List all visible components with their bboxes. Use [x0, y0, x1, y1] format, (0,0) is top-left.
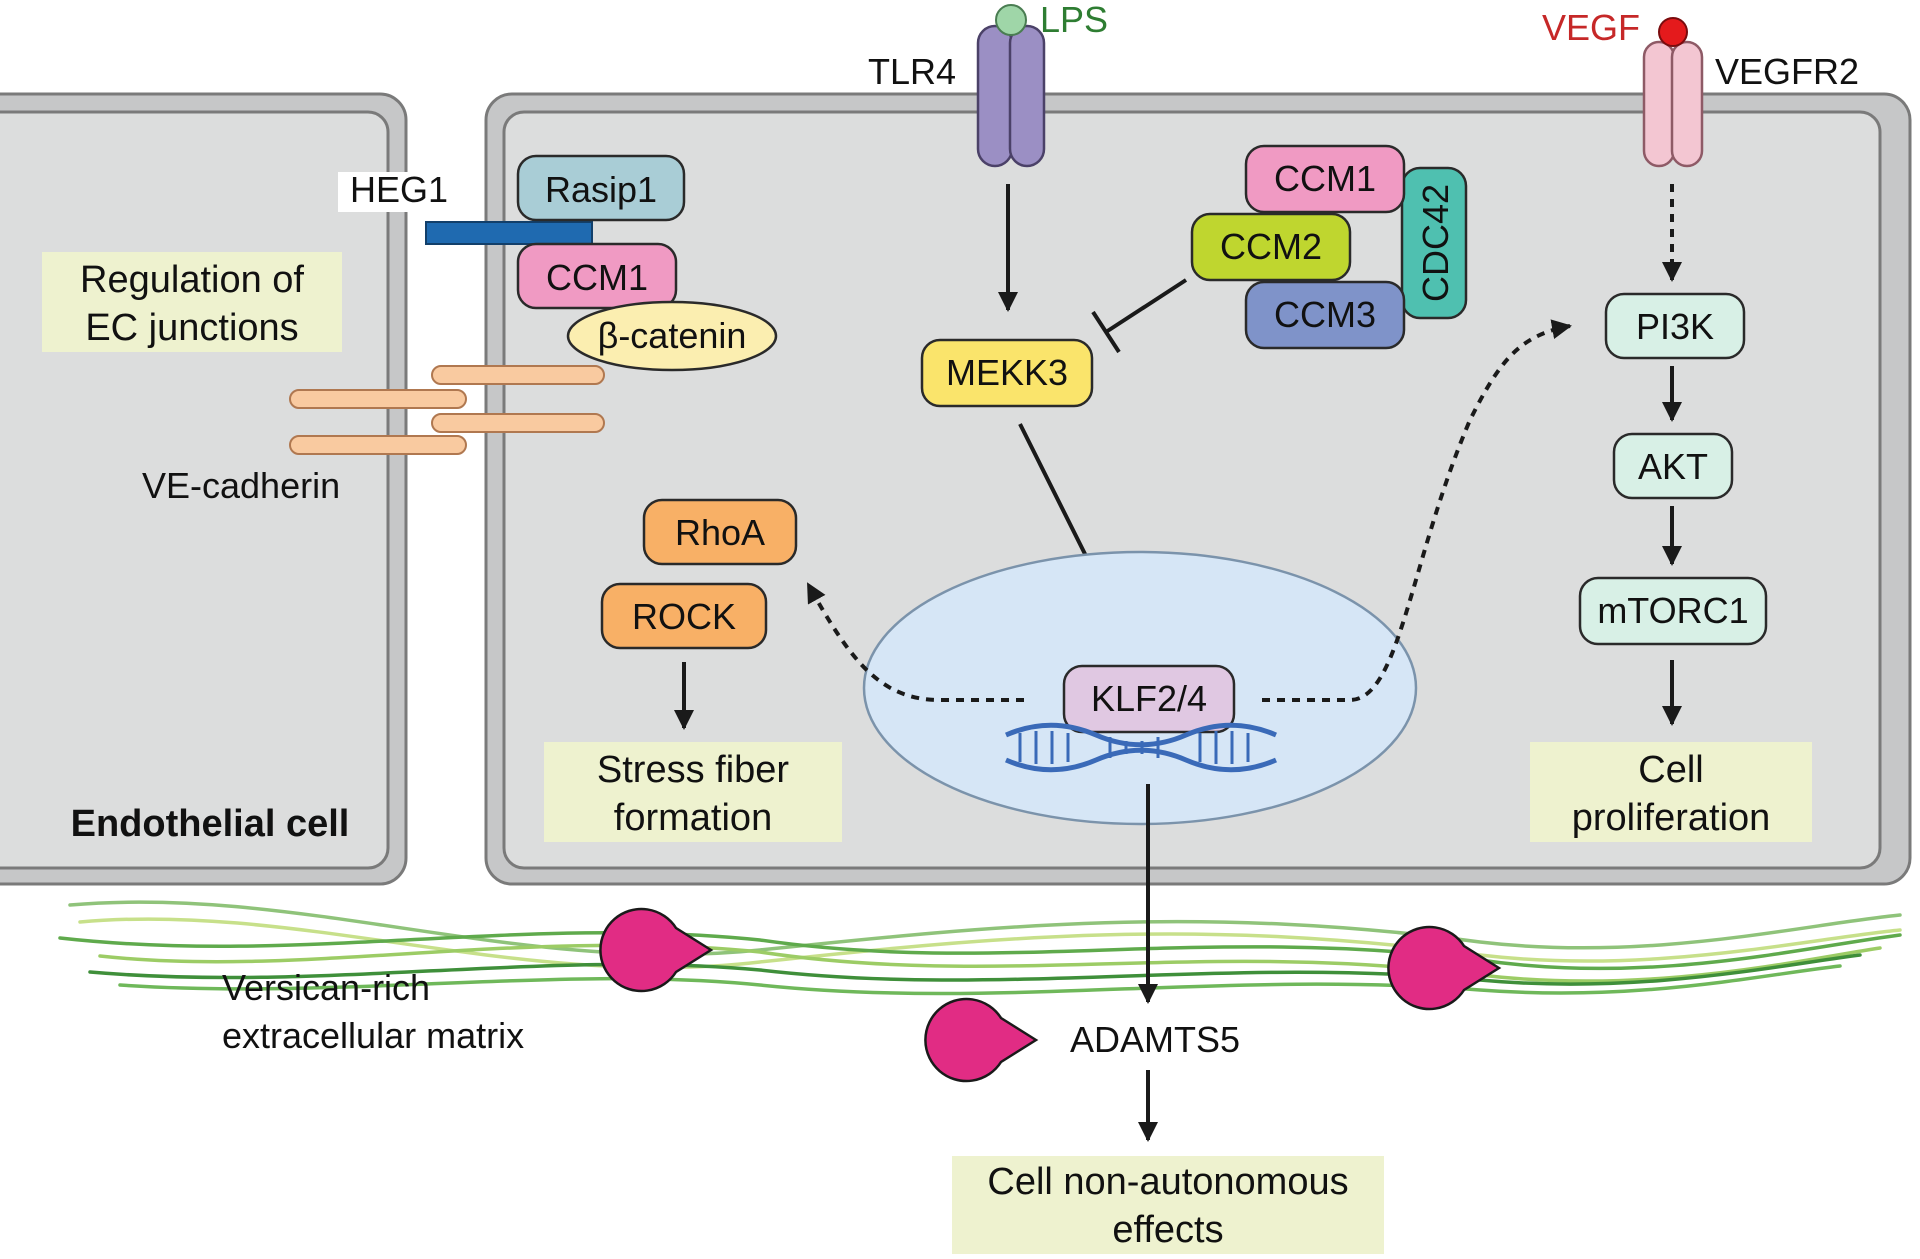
beta-catenin-label: β-catenin	[598, 315, 747, 356]
ccm1-junction-label: CCM1	[546, 257, 648, 298]
mekk3-label: MEKK3	[946, 352, 1068, 393]
nonauto-line2: effects	[1112, 1209, 1223, 1251]
tlr4-receptor	[976, 4, 1046, 168]
akt-label: AKT	[1638, 446, 1708, 487]
endothelial-cell-label: Endothelial cell	[71, 803, 350, 845]
ccm2-label: CCM2	[1220, 226, 1322, 267]
rock-box: ROCK	[600, 582, 768, 650]
vegfr2-receptor	[1642, 17, 1704, 168]
mekk3-box: MEKK3	[920, 338, 1094, 408]
ve-cadherin-label: VE-cadherin	[142, 465, 340, 506]
dna-icon	[1005, 722, 1277, 773]
ccm3-box: CCM3	[1244, 280, 1406, 350]
regulation-outcome-box: Regulation of EC junctions	[42, 252, 342, 352]
stress-fiber-outcome-box: Stress fiber formation	[544, 742, 842, 842]
heg1-bar	[425, 221, 593, 245]
heg1-label: HEG1	[350, 169, 448, 210]
ve-cadherin	[289, 365, 605, 455]
adamts5-pacman-matrix-right	[1387, 925, 1502, 1011]
stress-line2: formation	[614, 797, 772, 839]
heg1-label-bg	[338, 172, 418, 212]
rhoa-box: RhoA	[642, 498, 798, 566]
ccm1-complex-label: CCM1	[1274, 158, 1376, 199]
ccm3-label: CCM3	[1274, 294, 1376, 335]
non-autonomous-outcome-box: Cell non-autonomous effects	[952, 1156, 1384, 1254]
ccm-inhibition	[1091, 278, 1188, 354]
lps-ligand	[995, 4, 1027, 36]
rasip1-box: Rasip1	[516, 154, 686, 222]
regulation-line1: Regulation of	[80, 259, 304, 301]
vegfr2-label: VEGFR2	[1715, 51, 1859, 92]
vegf-label: VEGF	[1542, 7, 1640, 48]
ccm2-box: CCM2	[1190, 212, 1352, 282]
versican-line2: extracellular matrix	[222, 1015, 524, 1056]
klf-box: KLF2/4	[1062, 664, 1236, 734]
ccm1-complex-box: CCM1	[1244, 144, 1406, 214]
prolif-line1: Cell	[1638, 749, 1703, 791]
regulation-line2: EC junctions	[85, 307, 298, 349]
mtorc1-box: mTORC1	[1578, 576, 1768, 646]
rhoa-label: RhoA	[675, 512, 765, 553]
klf-label: KLF2/4	[1091, 678, 1207, 719]
lps-label: LPS	[1040, 0, 1108, 40]
pi3k-box: PI3K	[1604, 292, 1746, 360]
versican-matrix-fibers	[58, 900, 1902, 996]
adamts5-icon	[924, 997, 1039, 1083]
right-endothelial-cell	[484, 92, 1912, 886]
pi3k-label: PI3K	[1636, 306, 1714, 347]
vegf-ligand	[1658, 17, 1688, 47]
cdc42-label: CDC42	[1415, 184, 1456, 302]
mtorc1-label: mTORC1	[1597, 590, 1748, 631]
tlr4-label: TLR4	[868, 51, 956, 92]
akt-box: AKT	[1612, 432, 1734, 500]
ccm1-junction-box: CCM1	[516, 242, 678, 310]
rock-label: ROCK	[632, 596, 736, 637]
beta-catenin-ellipse: β-catenin	[566, 300, 778, 372]
rasip1-label: Rasip1	[545, 169, 657, 210]
adamts5-label: ADAMTS5	[1070, 1019, 1240, 1060]
versican-line1: Versican-rich	[222, 967, 430, 1008]
prolif-line2: proliferation	[1572, 797, 1771, 839]
stress-line1: Stress fiber	[597, 749, 790, 791]
adamts5-pacman-matrix-left	[599, 907, 714, 993]
klf-to-pi3k-arrow	[1262, 319, 1572, 702]
nonauto-line1: Cell non-autonomous	[987, 1161, 1348, 1203]
klf-to-rhoa-arrow	[806, 582, 1024, 702]
proliferation-outcome-box: Cell proliferation	[1530, 742, 1812, 842]
cdc42-box: CDC42	[1400, 166, 1468, 320]
